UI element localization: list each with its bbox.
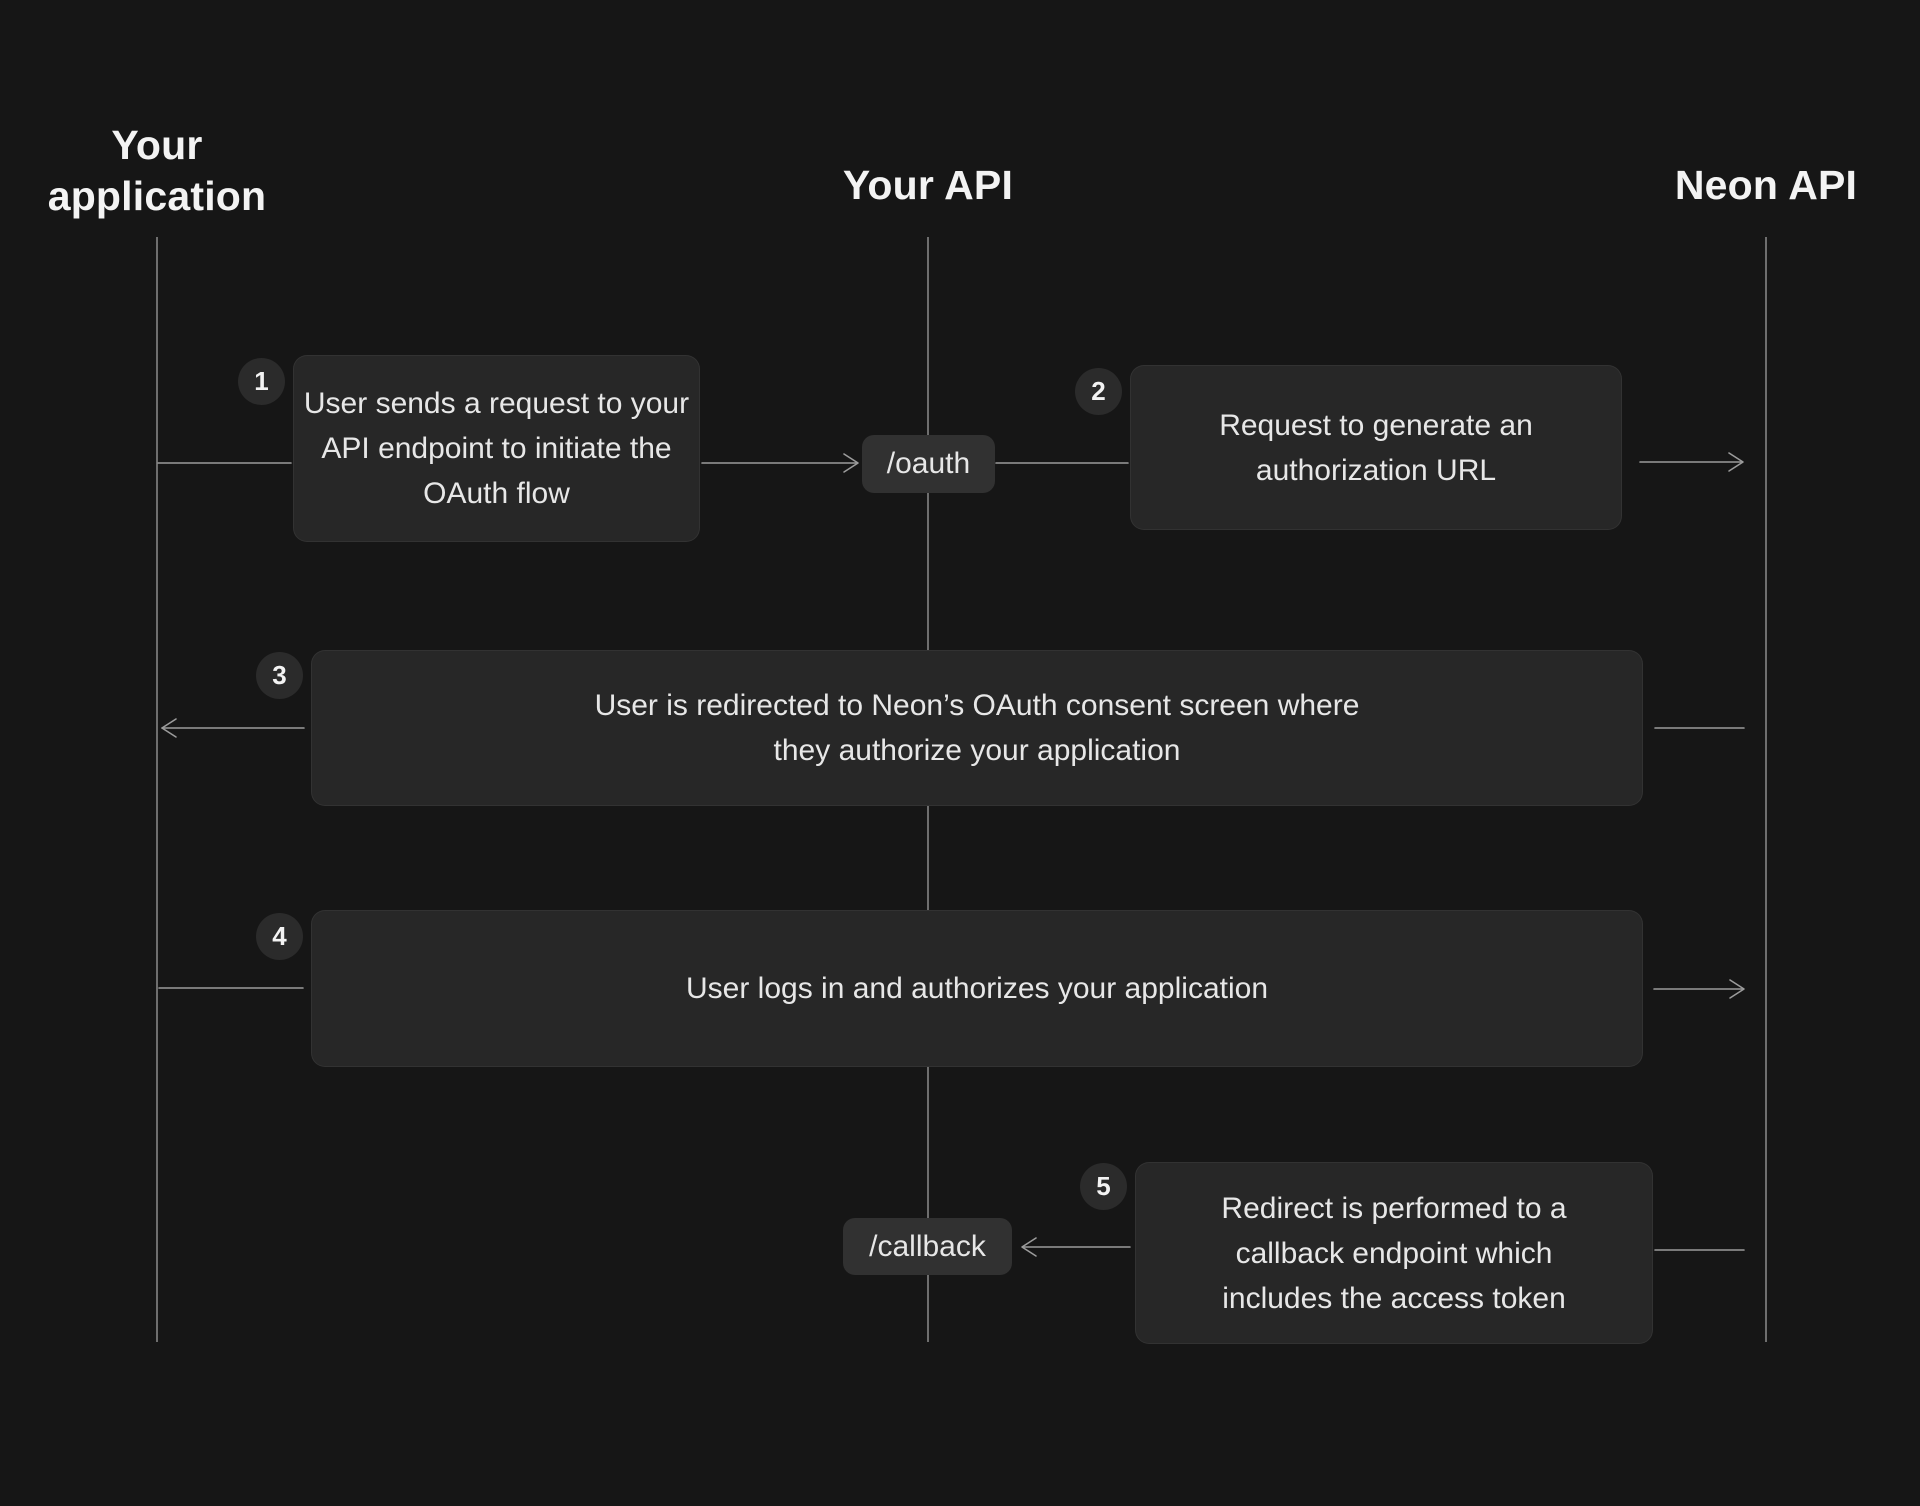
step-box-2-line: Request to generate an [1219, 408, 1533, 442]
lane-title-your-application: Your application [47, 122, 267, 219]
step-box-4-line: User logs in and authorizes your applica… [686, 972, 1268, 1005]
lane-title-your-api: Your API [842, 162, 1014, 208]
endpoint-chip-callback: /callback [843, 1218, 1012, 1275]
step-badge-5: 5 [1080, 1163, 1127, 1210]
endpoint-chip-oauth: /oauth [862, 435, 995, 493]
step-badge-3: 3 [256, 652, 303, 699]
arrow-right-icon [1728, 452, 1744, 472]
step-box-2: Request to generate an authorization URL [1130, 365, 1622, 530]
step-box-5-line: includes the access token [1222, 1281, 1566, 1315]
step-badge-1: 1 [238, 358, 285, 405]
arrow-right-icon [843, 453, 859, 473]
step-box-1-line: OAuth flow [423, 477, 570, 510]
arrow-left-icon [1021, 1237, 1037, 1257]
step-box-2-line: authorization URL [1255, 453, 1497, 487]
step-box-1-line: User sends a request to your [303, 387, 690, 420]
step-badge-4: 4 [256, 913, 303, 960]
step-box-5-line: Redirect is performed to a [1221, 1191, 1567, 1225]
step-box-1: User sends a request to your API endpoin… [293, 355, 700, 542]
lane-title-neon-api: Neon API [1674, 162, 1858, 208]
arrow-right-icon [1729, 979, 1745, 999]
step-badge-2: 2 [1075, 368, 1122, 415]
step-box-3-line: they authorize your application [773, 734, 1181, 767]
step-box-5-line: callback endpoint which [1235, 1236, 1553, 1270]
step-box-3: User is redirected to Neon’s OAuth conse… [311, 650, 1643, 806]
step-box-4: User logs in and authorizes your applica… [311, 910, 1643, 1067]
arrow-left-icon [161, 718, 177, 738]
step-box-3-line: User is redirected to Neon’s OAuth conse… [594, 689, 1360, 722]
step-box-1-line: API endpoint to initiate the [321, 432, 672, 465]
step-box-5: Redirect is performed to a callback endp… [1135, 1162, 1653, 1344]
